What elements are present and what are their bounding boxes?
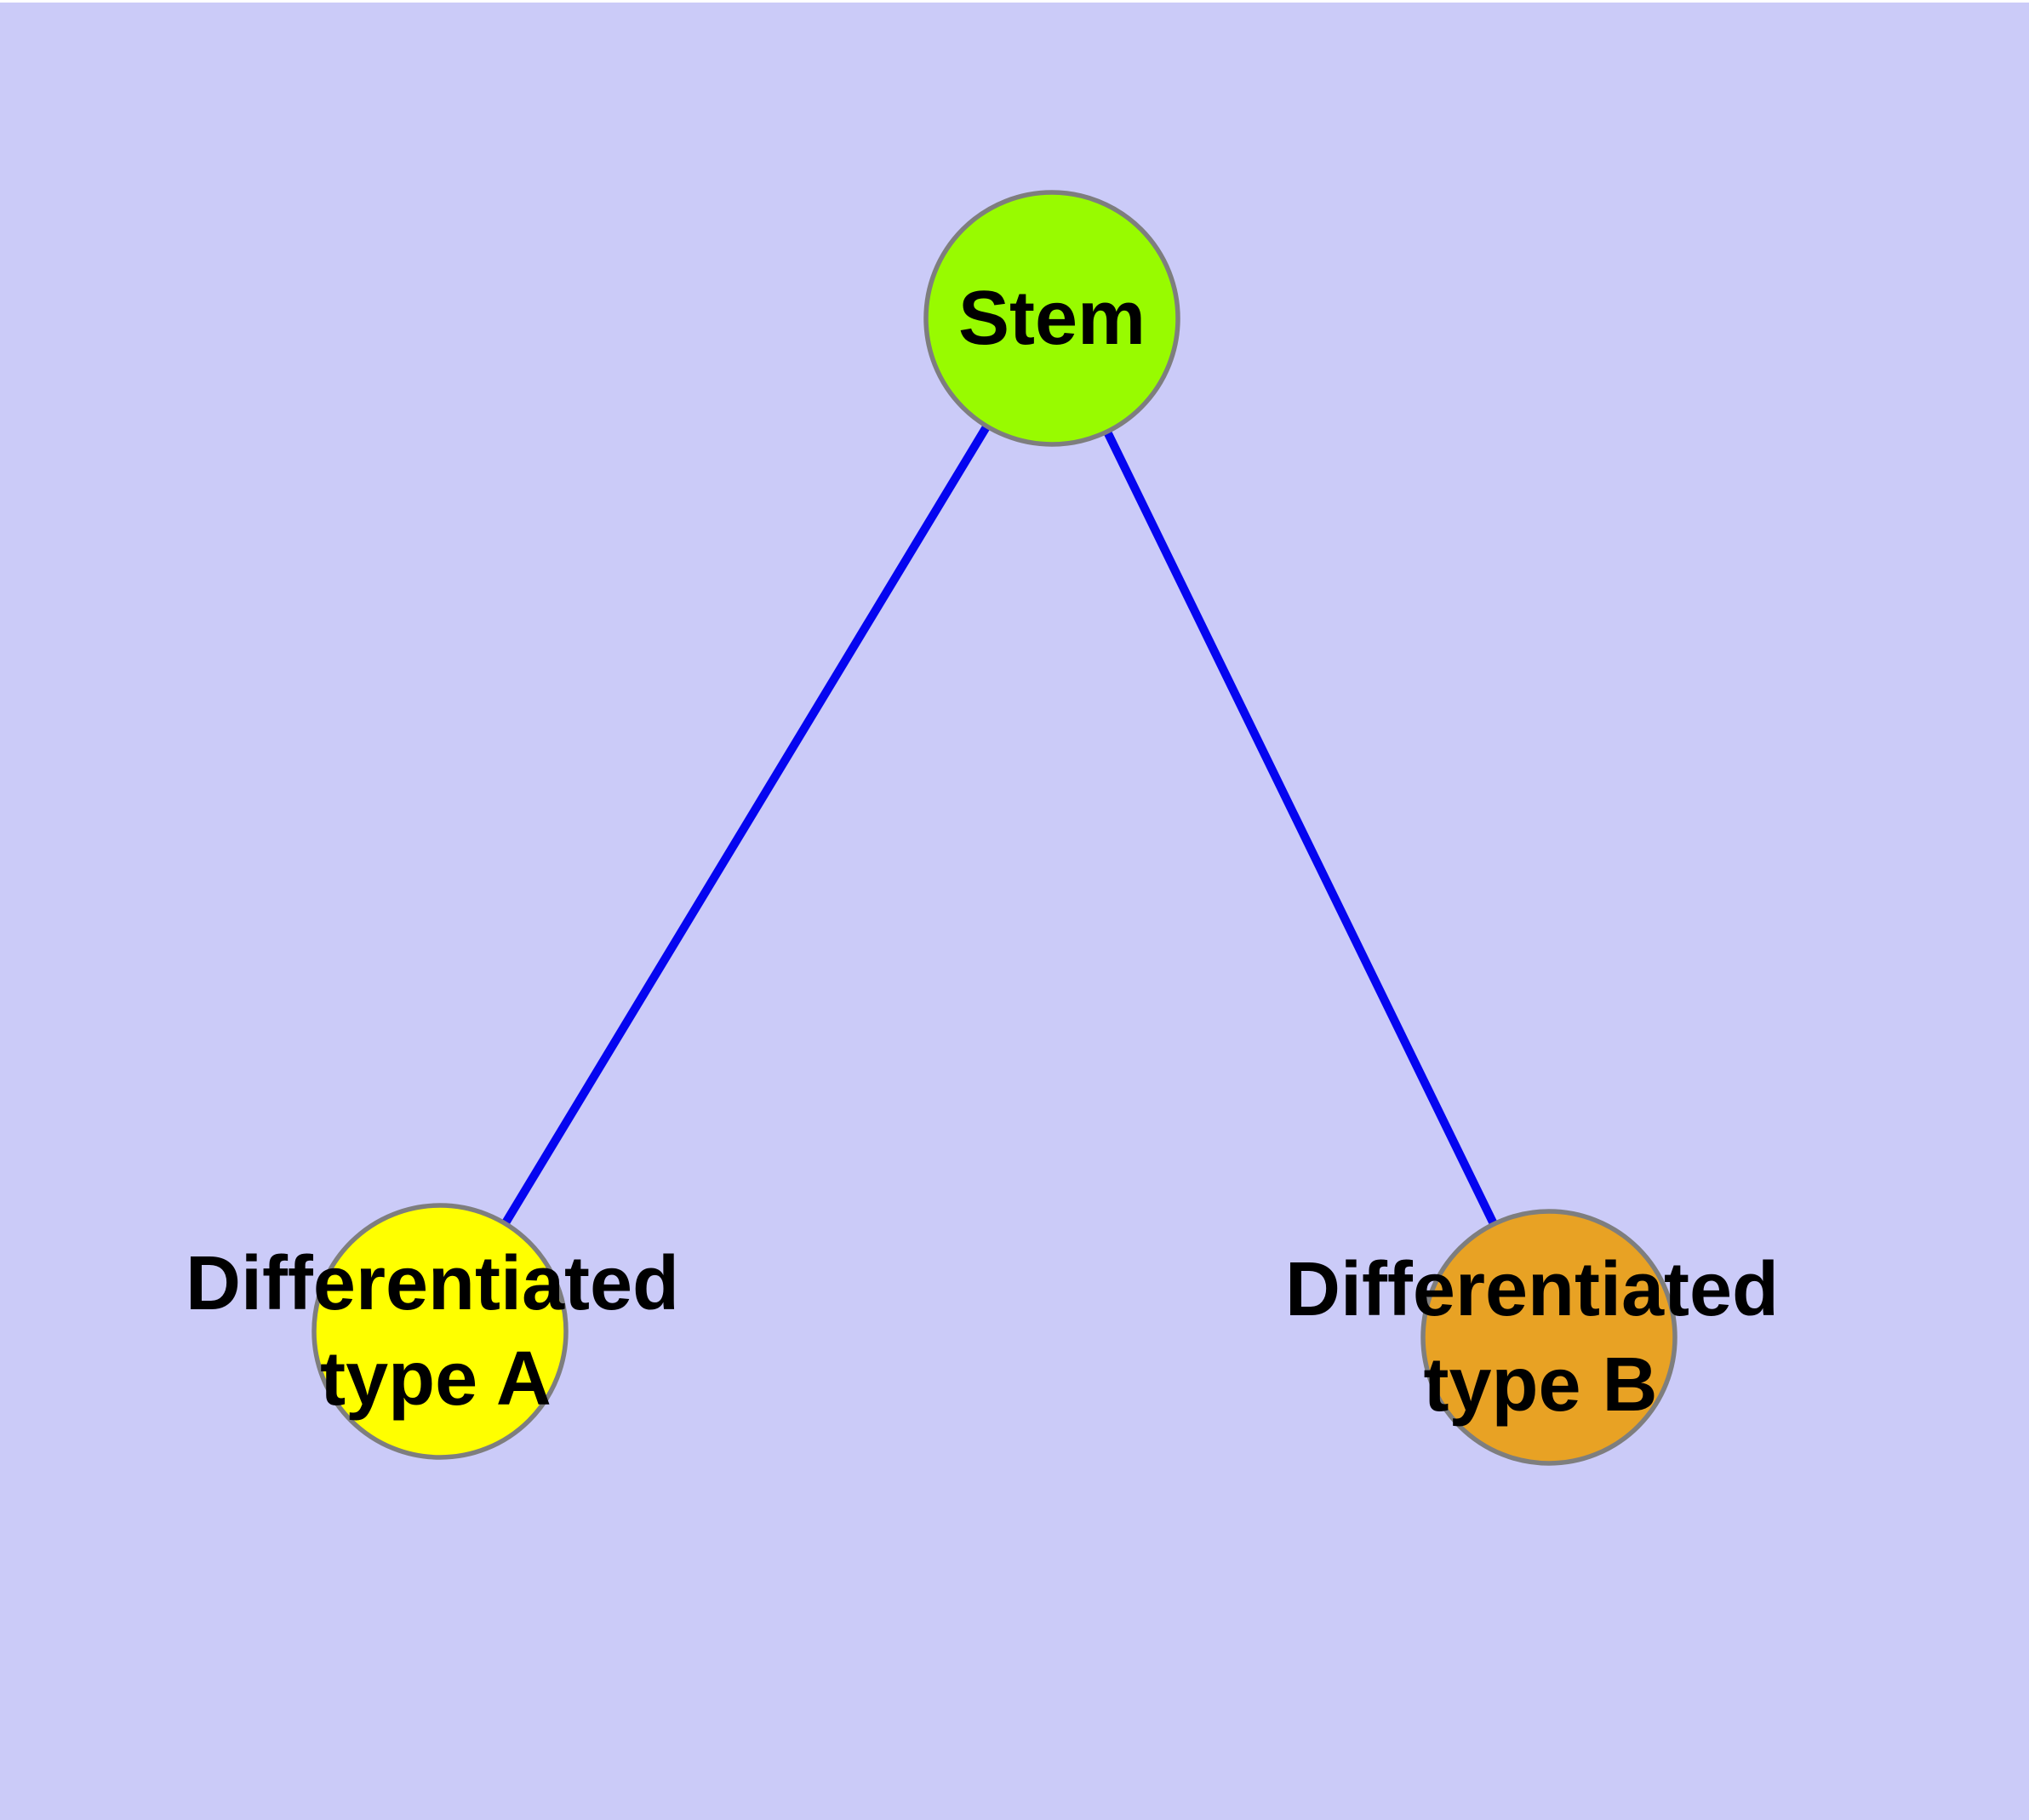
label-layer: Stem Differentiated type A Differentiate… <box>186 276 1779 1428</box>
node-layer <box>311 190 1677 1466</box>
edge-layer <box>436 316 1553 1340</box>
type-b-label-line-2: type B <box>1423 1342 1657 1428</box>
type-a-node-circle <box>311 1203 569 1460</box>
type-a-label-line-2: type A <box>320 1336 552 1422</box>
stem-node-label: Stem <box>958 276 1146 361</box>
type-b-label-line-1: Differentiated <box>1285 1247 1779 1332</box>
edge-stem-to-type-b <box>1048 316 1553 1340</box>
edge-stem-to-type-a <box>436 316 1056 1334</box>
type-b-node-circle <box>1420 1209 1677 1466</box>
type-a-label-line-1: Differentiated <box>186 1241 679 1326</box>
stem-node-circle <box>923 190 1180 447</box>
